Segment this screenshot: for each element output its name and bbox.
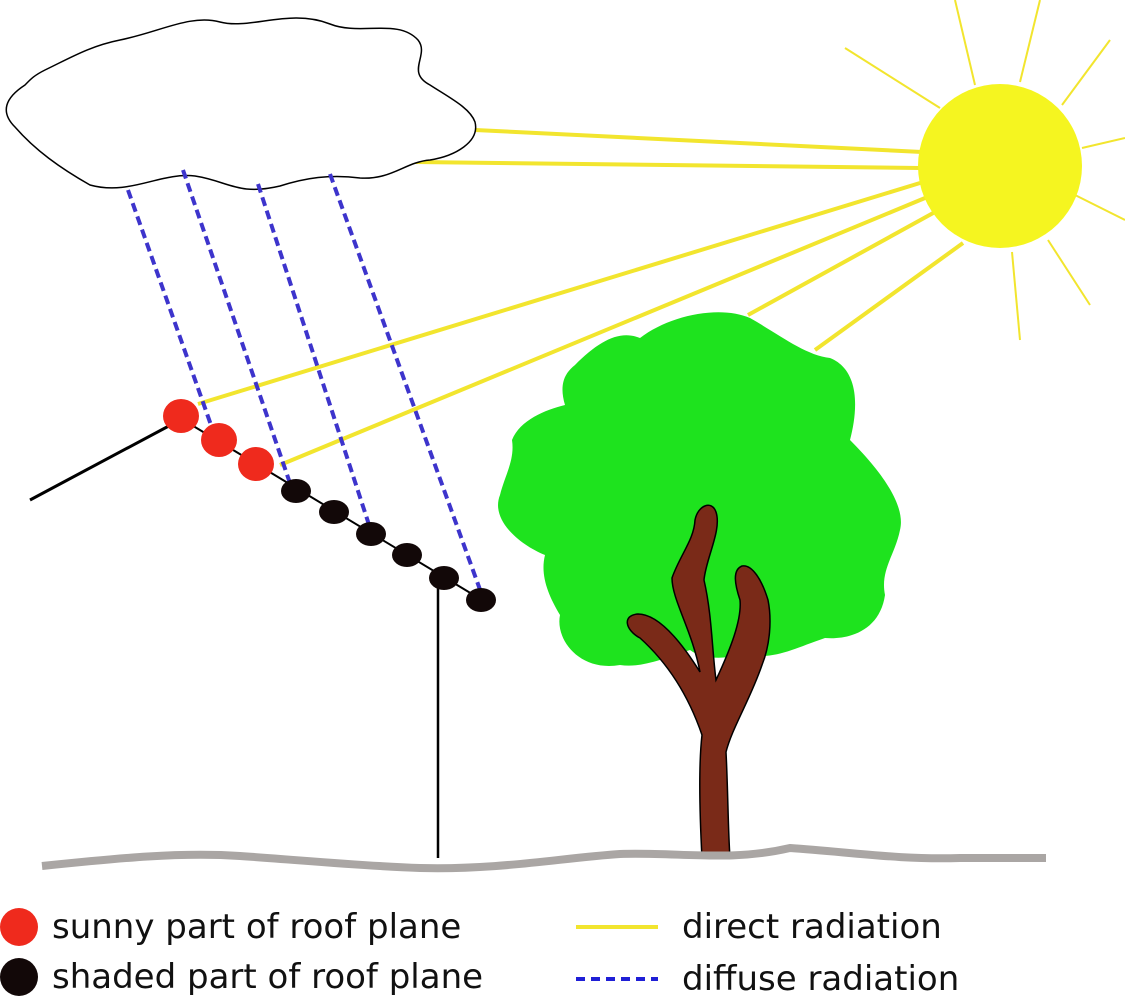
legend-shaded-label: shaded part of roof plane <box>52 957 484 997</box>
legend-direct-label: direct radiation <box>682 907 942 947</box>
diffuse-radiation-lines <box>126 169 485 599</box>
ground-line <box>41 843 1046 873</box>
cloud-icon <box>5 17 477 191</box>
sun-rays <box>844 0 1125 341</box>
direct-radiation-lines <box>197 128 965 467</box>
legend-diffuse-label: diffuse radiation <box>682 959 960 999</box>
shaded-swatch-icon <box>0 958 38 996</box>
tree-trunk <box>626 504 771 859</box>
shaded-roof-cells <box>281 479 496 612</box>
legend-sunny: sunny part of roof plane <box>0 904 461 950</box>
legend-sunny-label: sunny part of roof plane <box>52 907 462 947</box>
tree-icon <box>498 312 901 666</box>
roof-eave-line <box>29 418 181 502</box>
sun-icon <box>918 84 1082 248</box>
legend-direct: direct radiation <box>576 904 942 950</box>
diffuse-swatch-icon <box>576 977 658 981</box>
direct-swatch-icon <box>576 925 658 929</box>
legend-shaded: shaded part of roof plane <box>0 954 483 1000</box>
sunny-roof-cells <box>163 399 274 481</box>
legend-diffuse: diffuse radiation <box>576 956 959 1002</box>
sunny-swatch-icon <box>0 908 38 946</box>
roof-structure <box>29 417 483 858</box>
